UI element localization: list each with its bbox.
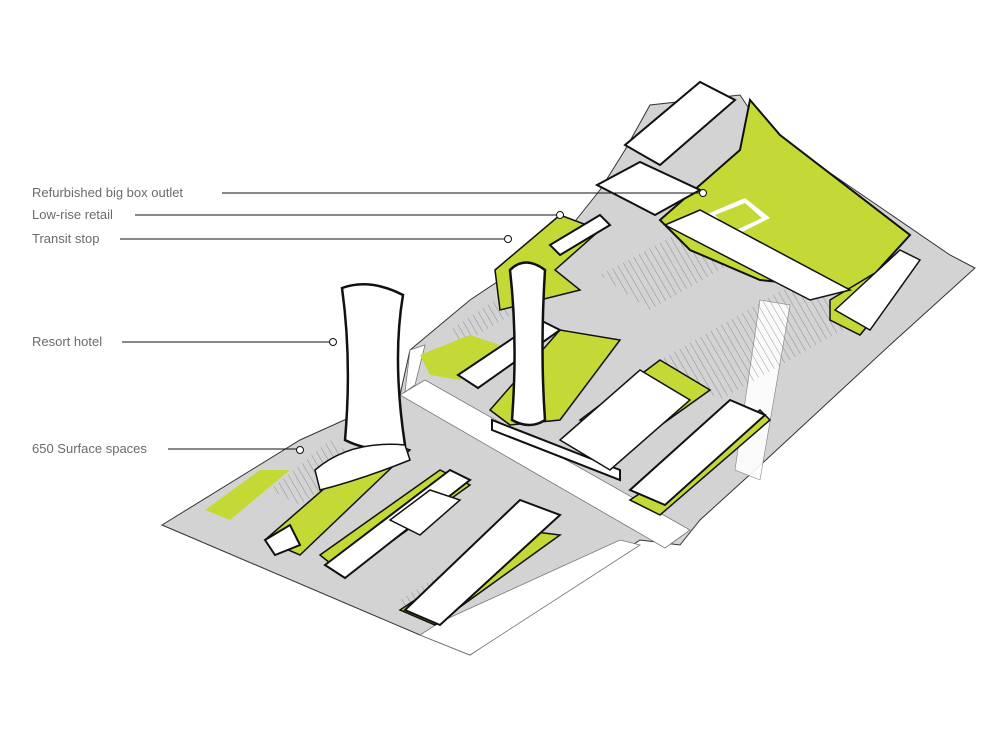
- ring-road: [404, 344, 426, 393]
- building: [558, 369, 692, 471]
- leader-dot-big-box: [699, 189, 707, 197]
- leader-dot-surface: [296, 446, 304, 454]
- leader-dot-low-rise: [556, 211, 564, 219]
- building: [403, 498, 562, 627]
- building-big-box: [594, 160, 703, 217]
- building-low-rise: [548, 213, 612, 257]
- hotel-tower: [508, 261, 547, 427]
- resort-hotel-base: [314, 443, 411, 491]
- building: [833, 249, 922, 331]
- main-road: [399, 379, 691, 549]
- leader-dot-hotel: [329, 338, 337, 346]
- green-space: [205, 470, 290, 520]
- building: [388, 489, 462, 536]
- building: [663, 209, 853, 301]
- building: [623, 80, 737, 167]
- green-space: [420, 335, 500, 380]
- label-surface-spaces: 650 Surface spaces: [32, 441, 147, 456]
- parking-field: [660, 280, 860, 400]
- label-big-box-outlet: Refurbished big box outlet: [32, 185, 184, 200]
- building: [491, 418, 621, 482]
- leader-dot-transit: [504, 235, 512, 243]
- label-resort-hotel: Resort hotel: [32, 334, 103, 349]
- building: [628, 398, 767, 507]
- label-low-rise-retail: Low-rise retail: [32, 207, 113, 222]
- building: [263, 523, 302, 557]
- label-transit-stop: Transit stop: [32, 231, 100, 246]
